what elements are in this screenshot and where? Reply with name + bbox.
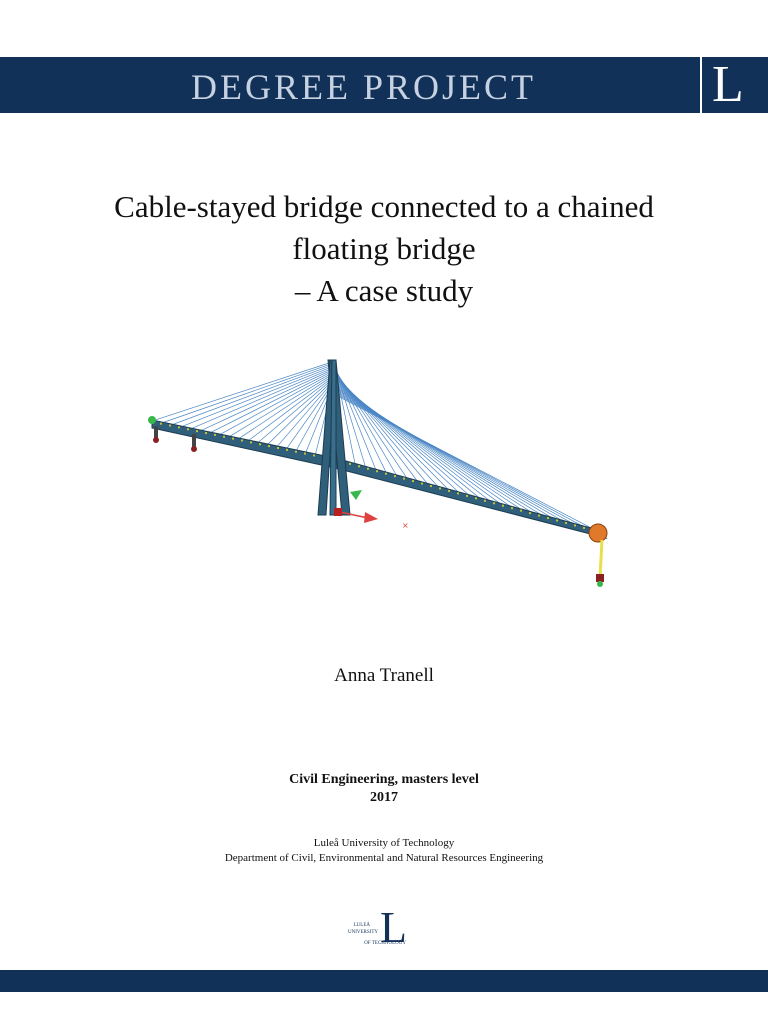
title-line-1: Cable-stayed bridge connected to a chain…: [114, 189, 654, 224]
department-name: Department of Civil, Environmental and N…: [224, 852, 544, 864]
axis-triad: ×: [334, 490, 409, 530]
affiliation-block: Luleå University of Technology Departmen…: [0, 836, 768, 866]
footer-logo-line1: LULEÅ: [354, 922, 371, 928]
stay-cables: [153, 361, 593, 529]
bridge-model-illustration: ×: [148, 359, 608, 587]
university-name: Luleå University of Technology: [313, 837, 455, 849]
program-block: Civil Engineering, masters level 2017: [0, 771, 768, 807]
banner-divider: [700, 57, 702, 113]
pylon: [317, 359, 351, 516]
left-supports: [153, 426, 197, 452]
ltu-logo-letter: L: [712, 56, 744, 113]
svg-text:×: ×: [402, 521, 409, 530]
floating-bridge-connection: [588, 523, 608, 587]
title-line-2: floating bridge: [292, 231, 476, 266]
header-banner: DEGREE PROJECT L: [0, 57, 768, 113]
title-line-3: – A case study: [294, 273, 474, 308]
year: 2017: [370, 790, 398, 805]
thesis-title: Cable-stayed bridge connected to a chain…: [0, 186, 768, 312]
footer-logo-line2: UNIVERSITY: [348, 930, 378, 935]
program-name: Civil Engineering, masters level: [289, 772, 479, 787]
left-end-marker: [148, 416, 156, 424]
footer-logo-letter: L: [380, 903, 407, 950]
author-name: Anna Tranell: [334, 665, 434, 686]
degree-project-heading: DEGREE PROJECT: [191, 67, 537, 107]
bridge-deck: [151, 419, 608, 539]
footer-banner: [0, 970, 768, 992]
ltu-footer-logo: L LULEÅ UNIVERSITY OF TECHNOLOGY: [348, 903, 407, 950]
footer-logo-line3: OF TECHNOLOGY: [364, 941, 406, 946]
